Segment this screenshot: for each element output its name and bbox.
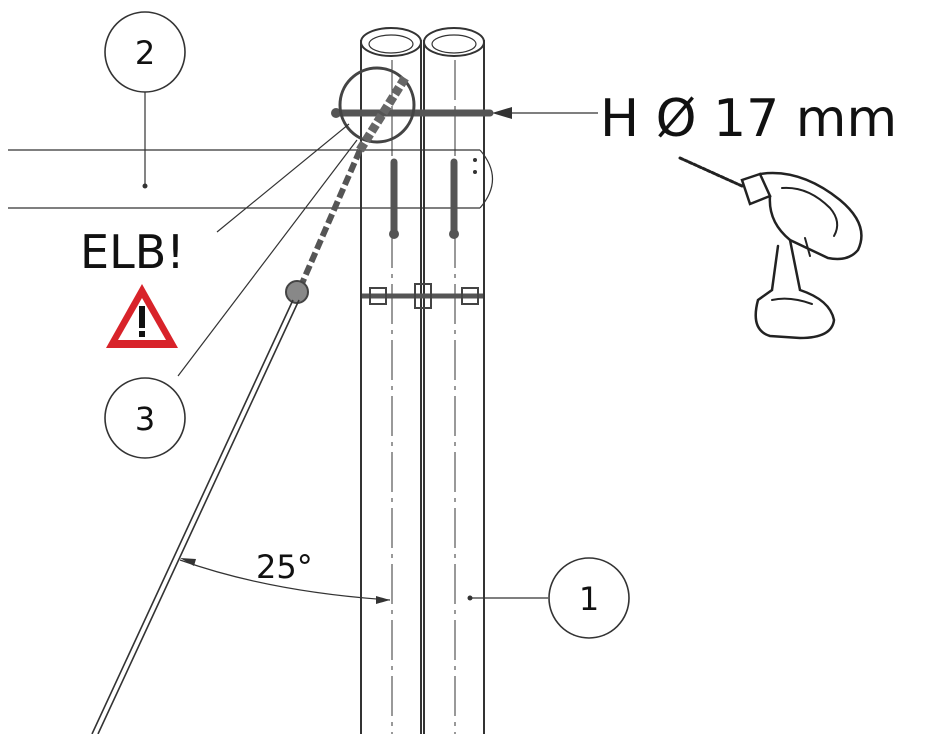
callout-3: 3 [104,377,186,459]
angle-label: 25° [256,548,313,586]
drill-hole-label: H Ø 17 mm [600,89,897,149]
horizontal-beam [8,149,493,209]
power-drill-icon [678,156,863,340]
callout-2: 2 [104,11,186,93]
callout-2-label: 2 [135,34,155,72]
angle-dimension [179,558,391,604]
warning-triangle-icon [106,284,178,348]
callout-3-label: 3 [135,400,155,438]
callout-1: 1 [548,557,630,639]
detail-circle [338,66,416,144]
vertical-posts [360,27,485,734]
through-bolt [331,108,494,239]
callout-1-label: 1 [579,580,599,618]
guy-wire [91,75,409,734]
leader-lines [142,68,598,601]
warning-text: ELB! [80,225,185,279]
